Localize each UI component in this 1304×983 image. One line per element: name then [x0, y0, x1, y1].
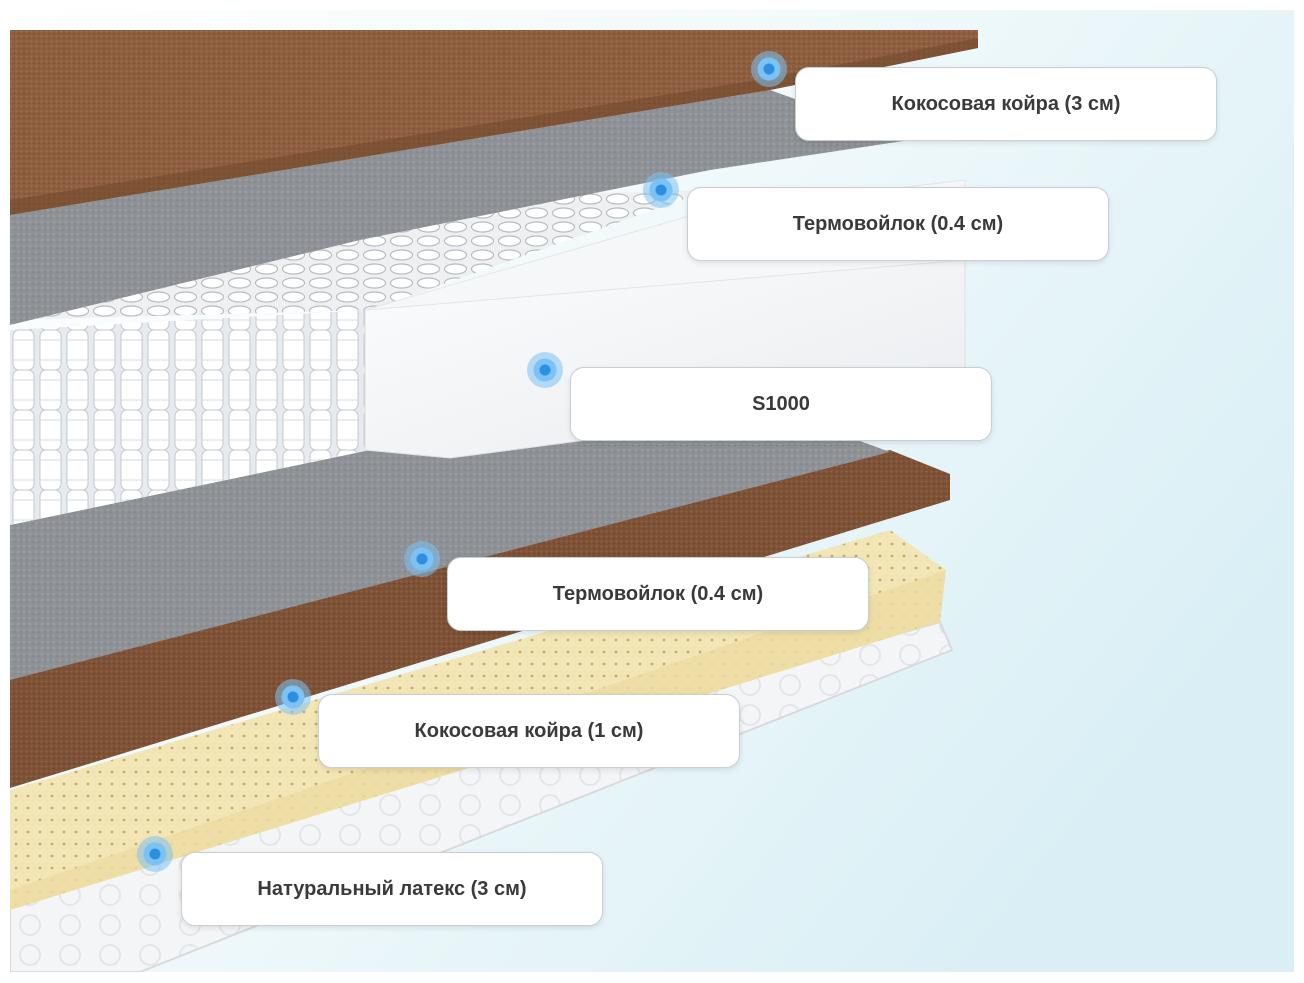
mattress-illustration: [10, 10, 1294, 972]
callout-latex: Натуральный латекс (3 см): [181, 852, 603, 926]
callout-label: Кокосовая койра (1 см): [414, 719, 644, 742]
callout-felt-bottom: Термовойлок (0.4 см): [447, 557, 869, 631]
felt-bottom-layer: [10, 430, 890, 680]
callout-coir-bottom: Кокосовая койра (1 см): [318, 694, 740, 768]
spring-block-top: [10, 190, 710, 320]
marker-coir-top: [751, 51, 787, 87]
callout-label: Термовойлок (0.4 см): [792, 212, 1004, 235]
felt-top-layer: [10, 90, 910, 325]
marker-felt-top: [643, 172, 679, 208]
callout-felt-top: Термовойлок (0.4 см): [687, 187, 1109, 261]
callout-label: S1000: [752, 392, 810, 415]
mattress-layers-diagram: Кокосовая койра (3 см) Термовойлок (0.4 …: [10, 10, 1294, 972]
callout-springs: S1000: [570, 367, 992, 441]
marker-felt-bottom: [404, 541, 440, 577]
marker-coir-bottom: [275, 679, 311, 715]
callout-label: Натуральный латекс (3 см): [257, 877, 527, 900]
marker-springs: [527, 352, 563, 388]
spring-block-side: [10, 310, 370, 525]
coir-top-layer-edge: [10, 38, 978, 215]
marker-latex: [137, 836, 173, 872]
callout-label: Термовойлок (0.4 см): [552, 582, 764, 605]
callout-coir-top: Кокосовая койра (3 см): [795, 67, 1217, 141]
callout-label: Кокосовая койра (3 см): [891, 92, 1121, 115]
